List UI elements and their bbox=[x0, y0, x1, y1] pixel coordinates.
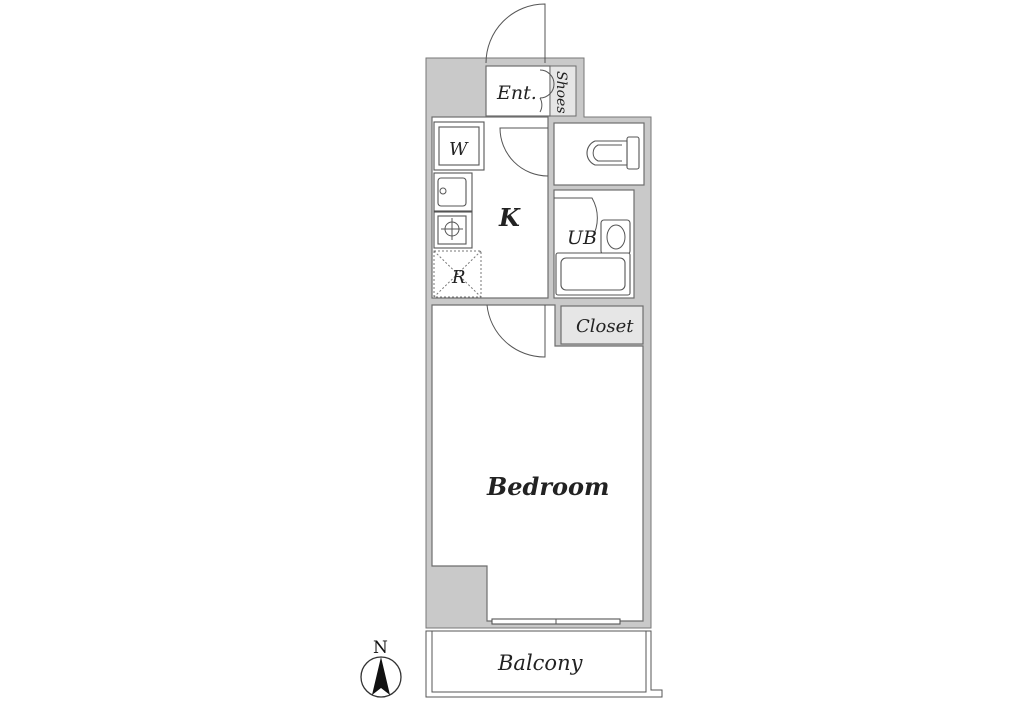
kitchen-area: W R K bbox=[431, 116, 549, 299]
balcony: Balcony bbox=[425, 630, 663, 698]
unit-bath: UB bbox=[553, 189, 635, 299]
washbasin bbox=[600, 219, 631, 255]
balcony-label: Balcony bbox=[497, 651, 584, 675]
closet-label: Closet bbox=[576, 316, 634, 337]
entrance-area: Ent. Shoes bbox=[485, 3, 577, 117]
bedroom-area: Bedroom bbox=[431, 304, 644, 625]
bathtub bbox=[555, 252, 631, 296]
refrigerator: R bbox=[433, 250, 482, 298]
sink bbox=[433, 172, 473, 212]
bath-label: UB bbox=[567, 227, 597, 249]
north-arrow-icon bbox=[372, 657, 390, 695]
kitchen-label: K bbox=[498, 203, 521, 232]
stove bbox=[433, 211, 473, 249]
washer: W bbox=[433, 121, 485, 171]
entrance-label: Ent. bbox=[496, 82, 537, 104]
refrigerator-label: R bbox=[451, 267, 466, 288]
toilet-room bbox=[553, 122, 645, 186]
washer-label: W bbox=[449, 139, 469, 160]
north-compass: N bbox=[360, 638, 402, 698]
entrance-door-swing bbox=[485, 3, 546, 64]
toilet bbox=[586, 136, 640, 170]
bedroom-label: Bedroom bbox=[486, 472, 609, 501]
shoes-label: Shoes bbox=[553, 71, 569, 114]
north-label: N bbox=[373, 638, 388, 658]
